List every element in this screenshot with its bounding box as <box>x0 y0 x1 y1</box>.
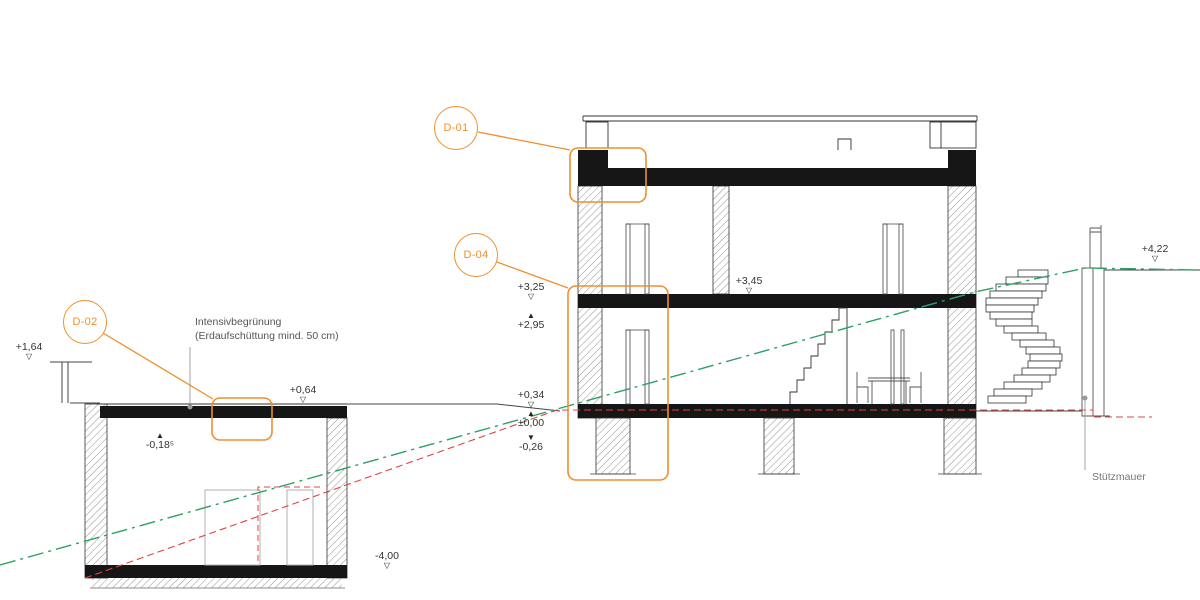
level-label: +3,25 <box>517 281 545 293</box>
interior-stair <box>789 307 848 404</box>
level-marker-entry-level: +0,34 ▽ <box>517 389 545 410</box>
terrain-ground-lines <box>50 269 1200 412</box>
detail-marker-d02[interactable]: D-02 <box>63 300 107 344</box>
level-triangle-icon: ▽ <box>527 400 535 410</box>
garage-floor-slab <box>85 565 347 578</box>
level-label: +0,34 <box>517 389 545 401</box>
level-label: ±0,00 <box>517 417 545 430</box>
annotation-leaders <box>187 347 1088 470</box>
level-label: +0,64 <box>289 384 317 396</box>
main-building <box>577 115 982 475</box>
detail-leader-d01 <box>477 131 571 151</box>
green-roof-annotation-line1: Intensivbegrünung <box>195 316 282 328</box>
garage-right-wall <box>326 417 348 579</box>
level-label: +3,45 <box>735 275 763 287</box>
green-roof-annotation: Intensivbegrünung (Erdaufschüttung mind.… <box>195 316 339 343</box>
detail-leader-d02 <box>102 332 214 400</box>
roof-parapet <box>582 115 978 150</box>
level-label: +4,22 <box>1141 243 1169 255</box>
level-triangle-icon: ▽ <box>25 352 33 362</box>
garage-stored-item-small <box>286 489 314 566</box>
roof-ceiling-slab <box>578 168 976 186</box>
garage-stored-item-large <box>204 489 261 566</box>
level-triangle-icon: ▽ <box>383 561 391 571</box>
level-marker-garage-top: +0,64 ▽ <box>289 384 317 405</box>
level-triangle-icon: ▽ <box>299 395 307 405</box>
level-triangle-icon: ▼ <box>527 433 535 442</box>
ground-floor-slab <box>578 404 976 418</box>
level-triangle-icon: ▽ <box>1151 254 1159 264</box>
detail-callouts <box>102 131 669 481</box>
detail-marker-d01-label: D-01 <box>443 122 469 134</box>
level-marker-first-floor: +3,45 ▽ <box>735 275 763 296</box>
level-label: -0,18⁵ <box>145 439 175 452</box>
level-label: -0,26 <box>519 441 543 454</box>
level-triangle-icon: ▲ <box>527 409 535 418</box>
level-marker-below-zero: ▼ -0,26 <box>519 433 543 454</box>
level-triangle-icon: ▽ <box>527 292 535 302</box>
level-marker-upper-slab-top: +3,25 ▽ <box>517 281 545 302</box>
level-label: +1,64 <box>15 341 43 353</box>
level-marker-left-terrain: +1,64 ▽ <box>15 341 43 362</box>
level-label: +2,95 <box>517 319 545 332</box>
level-marker-upper-slab-bottom: ▲ +2,95 <box>517 311 545 332</box>
terrain-line-green <box>0 267 1200 566</box>
table-and-chairs <box>856 372 922 404</box>
detail-marker-d02-label: D-02 <box>72 316 98 328</box>
retaining-wall-label: Stützmauer <box>1092 471 1146 483</box>
detail-area-d01 <box>569 147 647 203</box>
spiral-stair <box>985 269 1063 404</box>
detail-area-d04 <box>567 285 669 481</box>
level-triangle-icon: ▲ <box>527 311 535 320</box>
retaining-wall-leader-dot <box>1082 395 1088 401</box>
existing-terrain-line-red <box>84 409 1152 579</box>
upper-floor-frames <box>625 223 904 295</box>
level-triangle-icon: ▽ <box>745 286 753 296</box>
level-marker-zero-level: ▲ ±0,00 <box>517 409 545 430</box>
garage-structure <box>84 403 348 589</box>
garage-roof-slab <box>100 406 347 418</box>
detail-area-d02 <box>211 397 273 441</box>
foundations <box>590 417 982 475</box>
ground-floor-frames <box>625 329 905 405</box>
detail-leader-d04 <box>496 261 569 289</box>
level-marker-right-terrain: +4,22 ▽ <box>1141 243 1169 264</box>
green-roof-leader-dot <box>187 404 193 410</box>
retaining-wall <box>1081 225 1110 417</box>
level-label: -4,00 <box>375 550 399 562</box>
detail-marker-d01[interactable]: D-01 <box>434 106 478 150</box>
existing-structure-outline-red <box>257 486 320 565</box>
level-marker-basement-floor: -4,00 ▽ <box>375 550 399 571</box>
interior-wall-upper <box>712 185 730 295</box>
detail-marker-d04[interactable]: D-04 <box>454 233 498 277</box>
level-triangle-icon: ▲ <box>156 431 164 440</box>
green-roof-annotation-line2: (Erdaufschüttung mind. 50 cm) <box>195 329 339 342</box>
garage-left-wall <box>84 403 108 579</box>
garage-subbase-hatch <box>92 578 342 588</box>
intermediate-slab <box>578 294 976 308</box>
detail-marker-d04-label: D-04 <box>463 249 489 261</box>
level-marker-garage-inside: ▲ -0,18⁵ <box>145 431 175 452</box>
